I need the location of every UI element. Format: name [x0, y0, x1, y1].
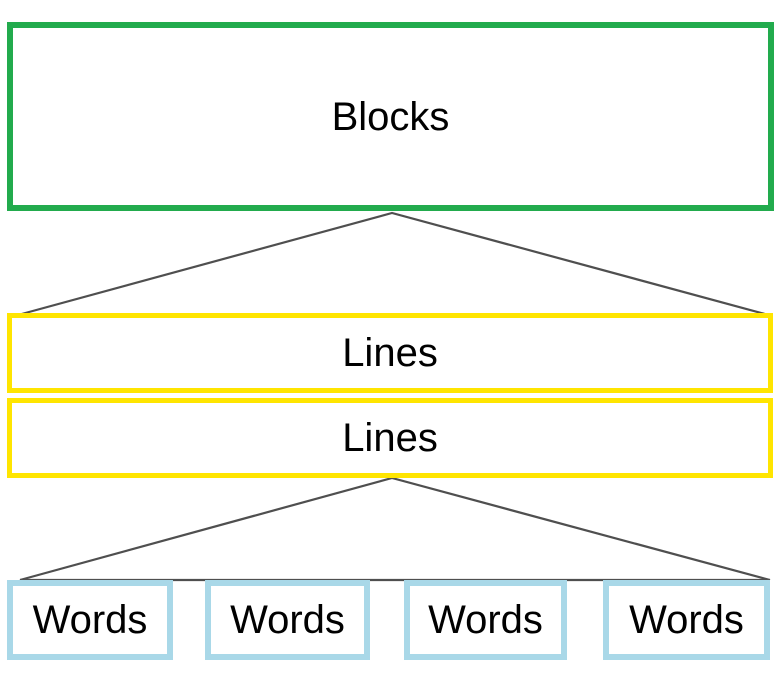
words-node-4: Words: [603, 580, 770, 660]
words-node-1: Words: [7, 580, 173, 660]
connector-lines-to-words: [19, 476, 771, 582]
blocks-node: Blocks: [7, 22, 774, 211]
lines-node-1: Lines: [7, 313, 773, 393]
connector-blocks-to-lines: [17, 211, 766, 317]
words-label-1: Words: [32, 598, 148, 642]
words-node-3: Words: [404, 580, 567, 660]
lines-node-2: Lines: [7, 398, 773, 478]
blocks-label: Blocks: [331, 94, 450, 139]
lines-label-2: Lines: [342, 416, 438, 460]
words-label-3: Words: [428, 598, 543, 642]
words-label-2: Words: [230, 598, 345, 642]
lines-label-1: Lines: [342, 331, 438, 375]
words-label-4: Words: [629, 598, 744, 642]
words-node-2: Words: [205, 580, 370, 660]
